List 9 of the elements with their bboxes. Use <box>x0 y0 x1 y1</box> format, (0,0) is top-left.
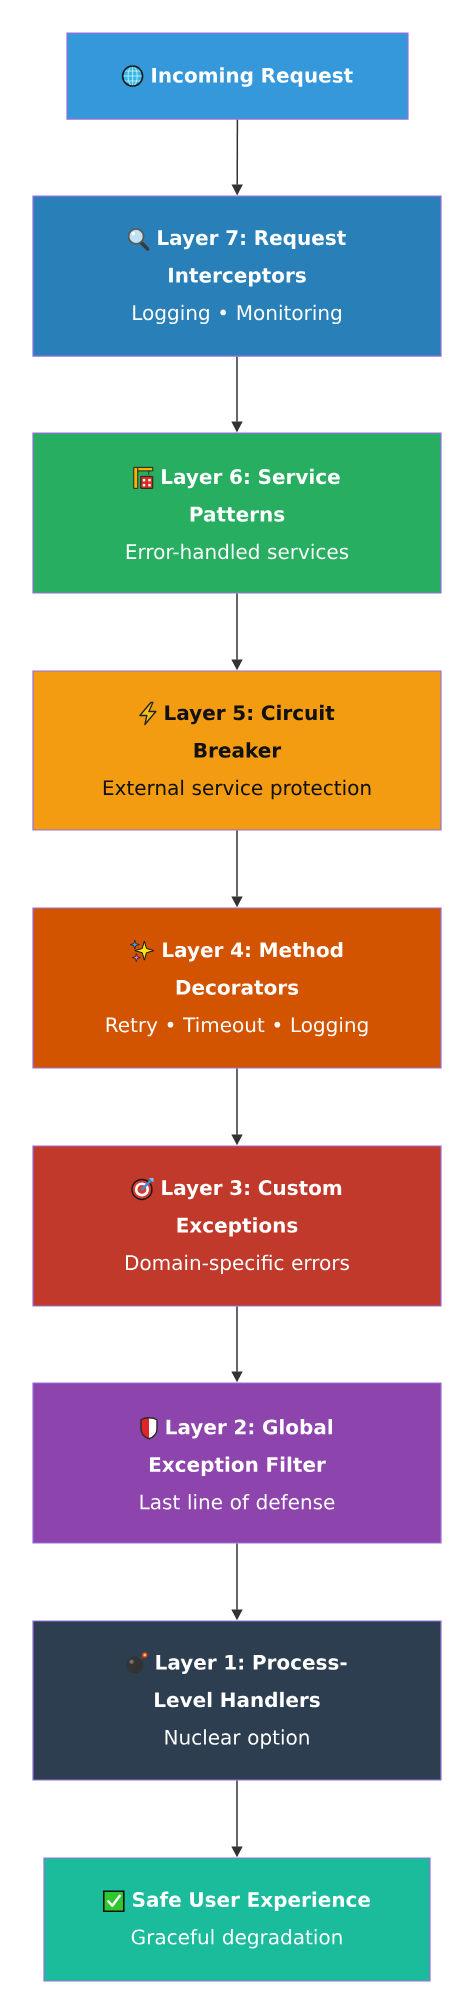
process-box: Layer 5: Circuit Breaker External service protection <box>32 670 442 831</box>
process-box: Layer 2: Global Exception Filter Last line of defense <box>32 1382 442 1544</box>
process-box: Incoming Request <box>66 32 409 120</box>
process-box: Safe User Experience Graceful degradation <box>43 1857 431 1982</box>
process-box: Layer 6: Service Patterns Error-handled services <box>32 432 442 594</box>
process-box: Layer 1: Process-Level Handlers Nuclear option <box>32 1620 442 1781</box>
process-box: Layer 4: Method Decorators Retry • Timeout • Logging <box>32 907 442 1069</box>
process-box: Layer 3: Custom Exceptions Domain-specific errors <box>32 1145 442 1307</box>
process-box: Layer 7: Request Interceptors Logging • Monitoring <box>32 195 442 357</box>
